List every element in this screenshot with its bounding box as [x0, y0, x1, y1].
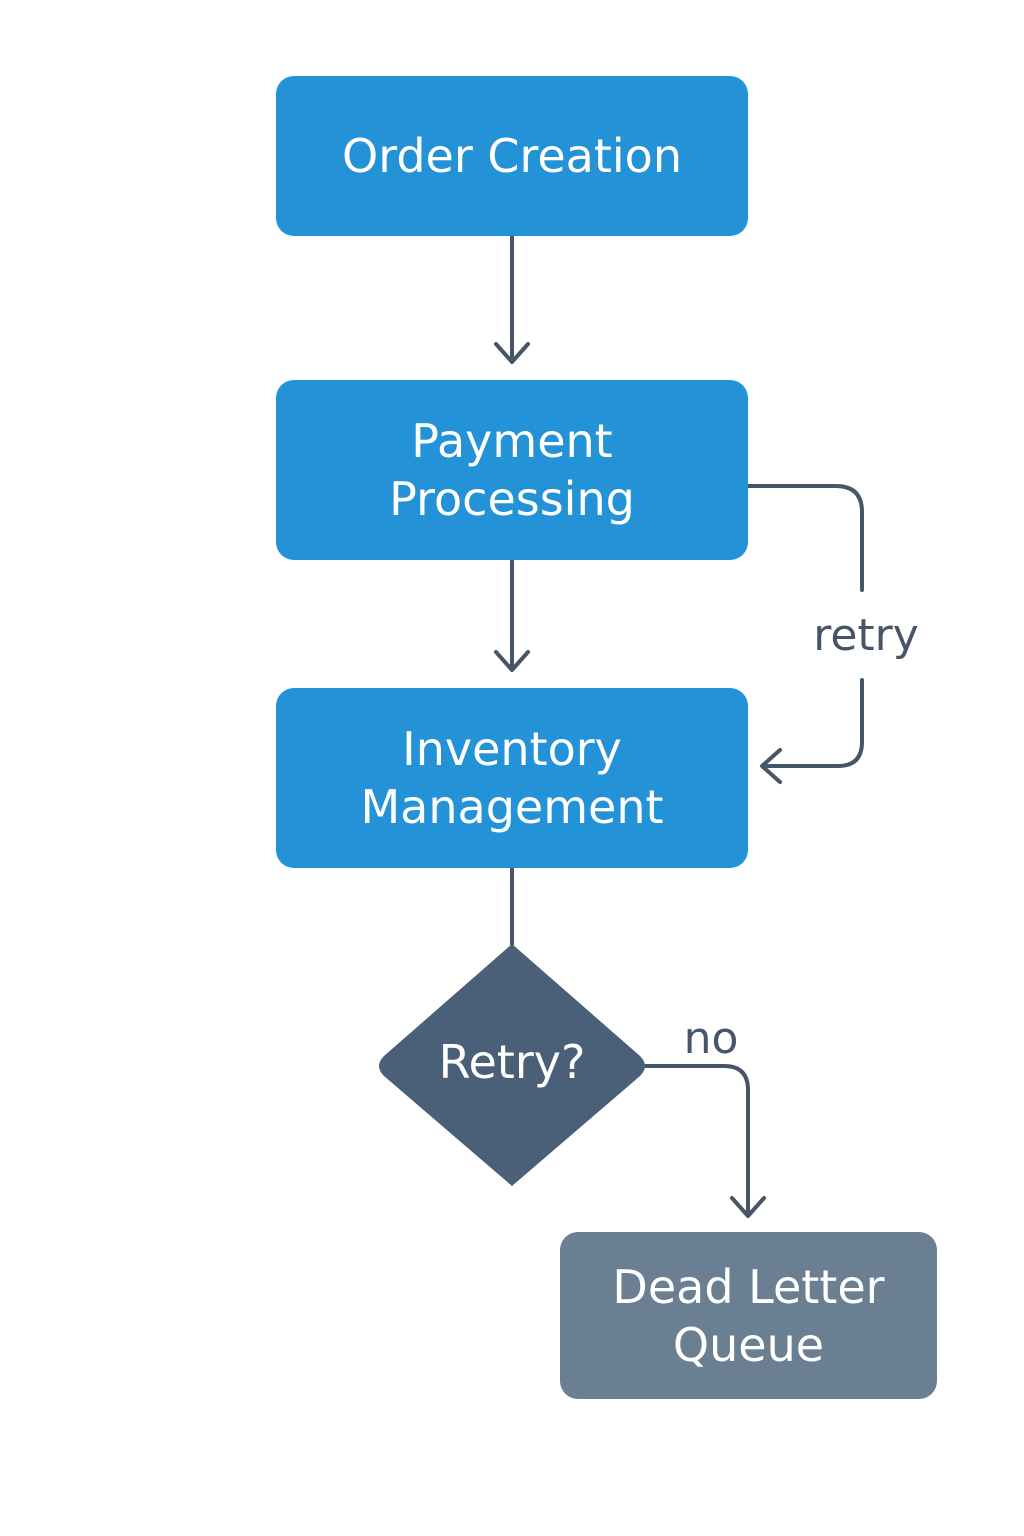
- payment-processing-label: Payment Processing: [389, 414, 635, 526]
- edge-order-to-payment: [494, 234, 530, 364]
- no-edge-label: no: [683, 1012, 739, 1064]
- dead-letter-queue-label: Dead Letter Queue: [612, 1259, 885, 1372]
- retry-decision-label: Retry?: [438, 1035, 586, 1089]
- order-creation-node: Order Creation: [276, 76, 748, 236]
- payment-processing-node: Payment Processing: [276, 380, 748, 560]
- retry-decision-diamond: [379, 944, 645, 1186]
- edge-retry-loop: [746, 484, 864, 784]
- inventory-management-label: Inventory Management: [360, 722, 664, 834]
- edge-payment-to-inventory: [494, 558, 530, 672]
- edge-decision-to-dlq: [640, 1064, 766, 1218]
- retry-edge-label: retry: [813, 609, 919, 661]
- dead-letter-queue-node: Dead Letter Queue: [560, 1232, 937, 1399]
- inventory-management-node: Inventory Management: [276, 688, 748, 868]
- order-creation-label: Order Creation: [342, 129, 682, 183]
